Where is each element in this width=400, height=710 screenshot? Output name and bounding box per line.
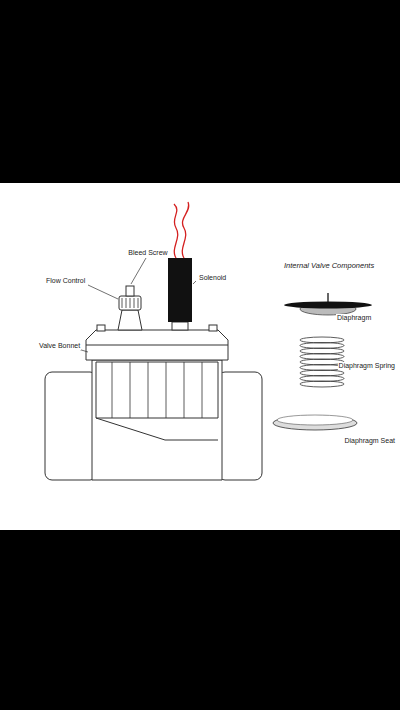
diaphragm-seat — [273, 416, 357, 430]
bonnet-bolt — [97, 325, 105, 331]
part-label: Diaphragm Spring — [338, 362, 396, 370]
section-title: Internal Valve Components — [283, 262, 375, 270]
leader-line — [131, 258, 146, 284]
part-label: Diaphragm Seat — [343, 437, 396, 445]
body-upper — [96, 362, 218, 418]
leader-line — [193, 281, 196, 284]
solenoid-wire — [174, 204, 178, 258]
leader-line — [88, 285, 118, 299]
part-label: Valve Bonnet — [38, 342, 81, 350]
bottom-band — [0, 530, 400, 710]
body-seam — [96, 418, 218, 440]
bonnet-edge — [86, 345, 228, 346]
part-label: Diaphragm — [336, 314, 372, 322]
bleed-screw — [126, 286, 134, 296]
diaphragm — [284, 302, 372, 309]
flow-control-base — [118, 310, 142, 330]
inlet-pipe — [45, 372, 97, 480]
solenoid — [168, 258, 192, 322]
part-label: Bleed Screw — [127, 249, 168, 257]
part-label: Solenoid — [198, 274, 227, 282]
flow-control-knob — [119, 296, 141, 310]
valve-body — [92, 360, 222, 480]
part-label: Flow Control — [45, 277, 86, 285]
spring-coil — [300, 381, 344, 387]
bonnet-bolt — [209, 325, 217, 331]
top-band — [0, 0, 400, 183]
solenoid-wire — [182, 202, 188, 258]
outlet-pipe — [218, 372, 262, 480]
valve-bonnet — [86, 330, 228, 360]
solenoid-stem — [172, 322, 188, 330]
